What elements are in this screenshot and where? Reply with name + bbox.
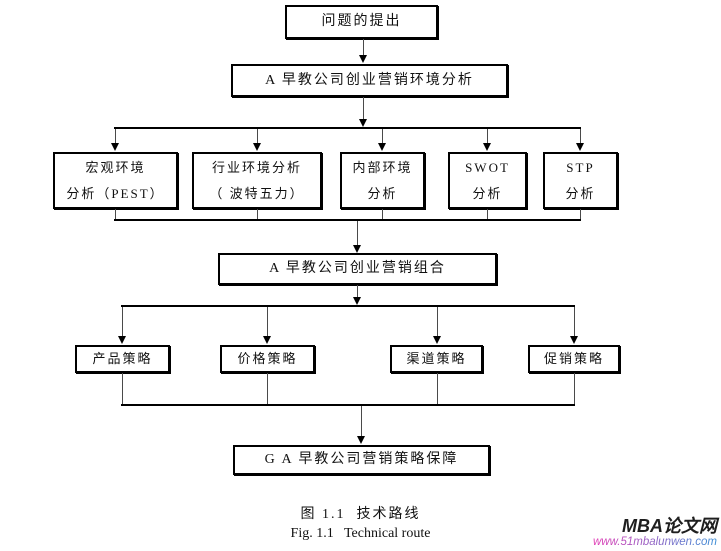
flow-line (437, 373, 438, 404)
flow-line (361, 406, 362, 436)
arrow-down-icon (570, 336, 578, 344)
node-stp-line2: 分析 (565, 185, 596, 201)
node-swot-line1: SWOT (465, 159, 510, 175)
arrow-down-icon (359, 55, 367, 63)
node-marketing-mix: A 早教公司创业营销组合 (218, 253, 497, 285)
arrow-down-icon (353, 245, 361, 253)
node-environment-analysis: A 早教公司创业营销环境分析 (231, 64, 508, 97)
node-industry-line2: （ 波特五力） (209, 185, 305, 201)
flow-line (121, 404, 575, 406)
node-internal-line1: 内部环境 (352, 159, 413, 175)
arrow-down-icon (483, 143, 491, 151)
node-industry-line1: 行业环境分析 (211, 159, 302, 175)
flow-line (257, 209, 258, 220)
node-macro-line1: 宏观环境 (85, 159, 146, 175)
node-swot-line2: 分析 (472, 185, 503, 201)
arrow-down-icon (359, 119, 367, 127)
node-macro-line2: 分析（PEST） (66, 185, 165, 201)
flow-line (357, 285, 358, 299)
node-strategy-guarantee-label: G A 早教公司营销策略保障 (264, 452, 459, 467)
watermark: MBA论文网 www.51mbalunwen.com (592, 515, 717, 549)
node-price-strategy: 价格策略 (220, 345, 315, 373)
flow-line (267, 373, 268, 404)
node-problem-label: 问题的提出 (321, 14, 402, 29)
node-promotion-strategy-label: 促销策略 (543, 351, 604, 366)
node-environment-analysis-label: A 早教公司创业营销环境分析 (265, 72, 474, 88)
flow-line (382, 209, 383, 220)
flow-line (580, 209, 581, 220)
flow-line (487, 129, 488, 144)
flow-line (115, 209, 116, 220)
node-stp-line1: STP (566, 159, 595, 175)
watermark-site-url: www.51mbalunwen.com (592, 536, 717, 549)
flow-line (574, 373, 575, 404)
node-problem: 问题的提出 (285, 5, 438, 39)
flow-line (487, 209, 488, 220)
flow-line (363, 39, 364, 56)
node-stp-analysis: STP 分析 (543, 152, 618, 209)
arrow-down-icon (357, 436, 365, 444)
arrow-down-icon (253, 143, 261, 151)
arrow-down-icon (111, 143, 119, 151)
flow-line (363, 97, 364, 120)
arrow-down-icon (118, 336, 126, 344)
flow-line (382, 129, 383, 144)
node-industry-analysis: 行业环境分析 （ 波特五力） (192, 152, 322, 209)
flow-line (114, 219, 581, 221)
flow-line (437, 307, 438, 337)
node-internal-line2: 分析 (367, 185, 398, 201)
node-channel-strategy-label: 渠道策略 (406, 351, 467, 366)
arrow-down-icon (353, 297, 361, 305)
flow-line (114, 127, 581, 129)
node-strategy-guarantee: G A 早教公司营销策略保障 (233, 445, 490, 475)
flow-line (580, 129, 581, 144)
figure-caption-zh: 图 1.1 技术路线 (300, 507, 421, 522)
node-product-strategy-label: 产品策略 (92, 351, 153, 366)
arrow-down-icon (378, 143, 386, 151)
flow-line (115, 129, 116, 144)
flow-line (267, 307, 268, 337)
figure-caption-en: Fig. 1.1 Technical route (290, 526, 431, 541)
node-macro-analysis: 宏观环境 分析（PEST） (53, 152, 178, 209)
node-promotion-strategy: 促销策略 (528, 345, 620, 373)
arrow-down-icon (263, 336, 271, 344)
node-channel-strategy: 渠道策略 (390, 345, 483, 373)
node-marketing-mix-label: A 早教公司创业营销组合 (269, 261, 446, 276)
node-price-strategy-label: 价格策略 (237, 351, 298, 366)
arrow-down-icon (576, 143, 584, 151)
flow-line (121, 305, 575, 307)
arrow-down-icon (433, 336, 441, 344)
node-swot-analysis: SWOT 分析 (448, 152, 527, 209)
flow-line (122, 307, 123, 337)
node-internal-analysis: 内部环境 分析 (340, 152, 425, 209)
flow-line (574, 307, 575, 337)
node-product-strategy: 产品策略 (75, 345, 170, 373)
flow-line (122, 373, 123, 404)
flow-line (257, 129, 258, 144)
watermark-site-name: MBA论文网 (622, 515, 717, 536)
flow-line (357, 221, 358, 245)
